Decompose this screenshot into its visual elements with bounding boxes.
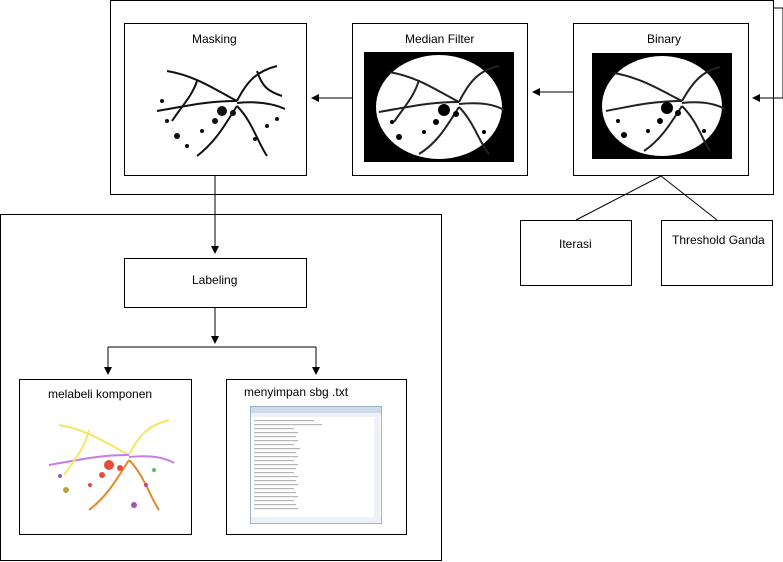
masking-label: Masking [192,32,237,46]
labeling-box: Labeling [124,258,307,308]
binary-fundus-image [592,53,732,159]
labeling-label: Labeling [192,273,238,287]
median-filter-fundus-image [364,52,514,162]
menyimpan-txt-label: menyimpan sbg .txt [244,385,349,399]
melabeli-komponen-label: melabeli komponen [48,387,153,401]
binary-box: Binary [573,23,749,176]
menyimpan-txt-box: menyimpan sbg .txt [226,379,407,535]
labeled-components-image [48,419,175,511]
masking-fundus-image [151,57,286,163]
masking-box: Masking [124,23,307,176]
melabeli-komponen-box: melabeli komponen [19,379,192,535]
median-filter-box: Median Filter [352,23,528,176]
threshold-ganda-label: Threshold Ganda [672,233,765,247]
binary-label: Binary [647,32,682,46]
threshold-ganda-box: Threshold Ganda [661,220,773,286]
notepad-screenshot-image [250,406,382,524]
median-filter-label: Median Filter [405,32,475,46]
iterasi-box: Iterasi [520,220,632,286]
iterasi-label: Iterasi [559,237,592,251]
